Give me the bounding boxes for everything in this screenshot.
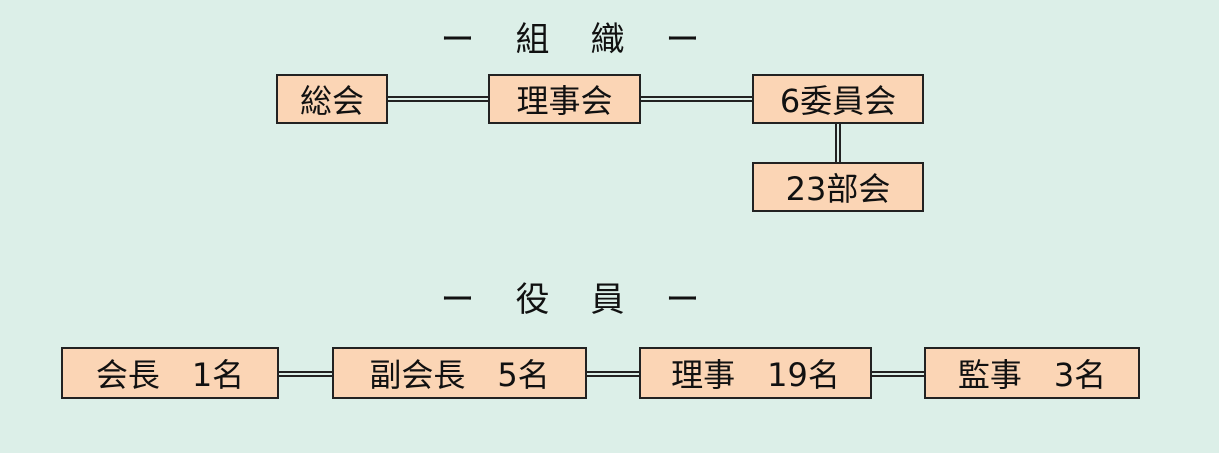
heading-char: 員	[590, 280, 625, 320]
president-box: 会長 1名	[61, 347, 279, 399]
heading-dash-right: ー	[665, 280, 700, 320]
connector-directors-auditors	[872, 371, 924, 377]
heading-dash-left: ー	[440, 280, 475, 320]
directors-box: 理事 19名	[639, 347, 872, 399]
board-box: 理事会	[488, 74, 641, 124]
heading-char: 組	[515, 20, 550, 60]
connector-assembly-board	[388, 96, 488, 102]
committees-box: 6委員会	[752, 74, 924, 124]
heading-dash-right: ー	[665, 20, 700, 60]
connector-committees-subcommittees	[835, 124, 841, 162]
general-assembly-box: 総会	[276, 74, 388, 124]
subcommittees-box: 23部会	[752, 162, 924, 212]
connector-vice-directors	[587, 371, 639, 377]
heading-char: 役	[515, 280, 550, 320]
heading-dash-left: ー	[440, 20, 475, 60]
org-heading: ー 組 織 ー	[420, 12, 720, 61]
connector-president-vice	[279, 371, 332, 377]
auditors-box: 監事 3名	[924, 347, 1140, 399]
heading-char: 織	[590, 20, 625, 60]
vice-president-box: 副会長 5名	[332, 347, 587, 399]
officers-heading: ー 役 員 ー	[420, 272, 720, 321]
connector-board-committees	[641, 96, 752, 102]
